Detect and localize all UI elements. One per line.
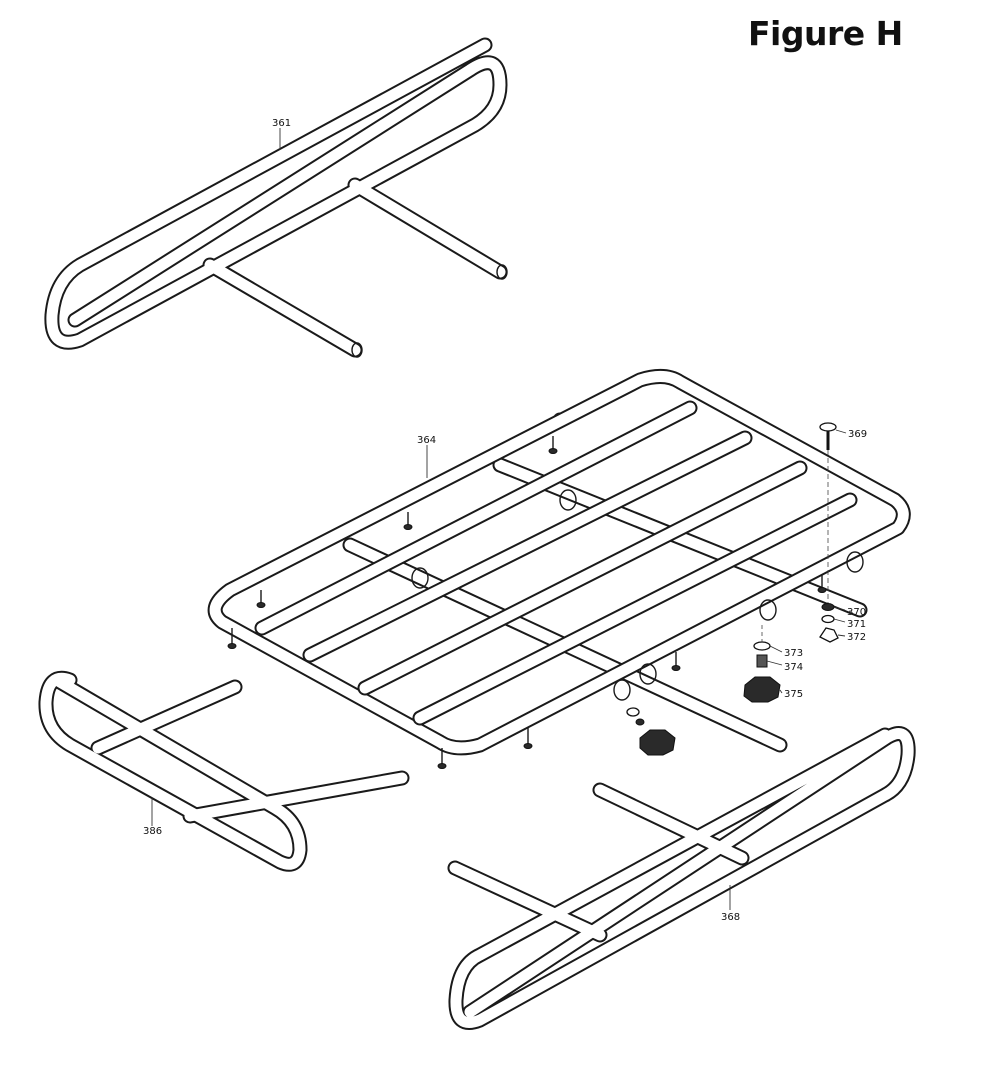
label-386: 386 <box>143 826 162 837</box>
knob-2 <box>639 729 676 756</box>
leader-lines <box>151 128 847 910</box>
part-373-washer <box>753 641 771 651</box>
label-368: 368 <box>721 912 740 923</box>
part-374-spring <box>756 654 768 668</box>
label-372: 372 <box>847 632 866 643</box>
label-373: 373 <box>784 648 803 659</box>
label-371: 371 <box>847 619 866 630</box>
label-364: 364 <box>417 435 436 446</box>
knob-washer <box>626 707 640 717</box>
part-371-washer <box>821 614 835 624</box>
part-375-knob <box>743 676 781 703</box>
part-361-guard <box>44 37 508 358</box>
knob-spring <box>635 718 645 726</box>
part-370-nut <box>821 603 835 611</box>
part-369-bolt-head <box>819 422 837 432</box>
part-386-guard <box>38 670 410 872</box>
part-372-wing-nut <box>819 627 839 643</box>
part-364-rack <box>207 369 911 769</box>
label-369: 369 <box>848 429 867 440</box>
label-374: 374 <box>784 662 803 673</box>
label-361: 361 <box>272 118 291 129</box>
label-375: 375 <box>784 689 803 700</box>
figure-title: Figure H <box>748 14 903 53</box>
hardware-group <box>626 422 839 756</box>
part-368-guard <box>447 726 916 1030</box>
label-370: 370 <box>847 607 866 618</box>
